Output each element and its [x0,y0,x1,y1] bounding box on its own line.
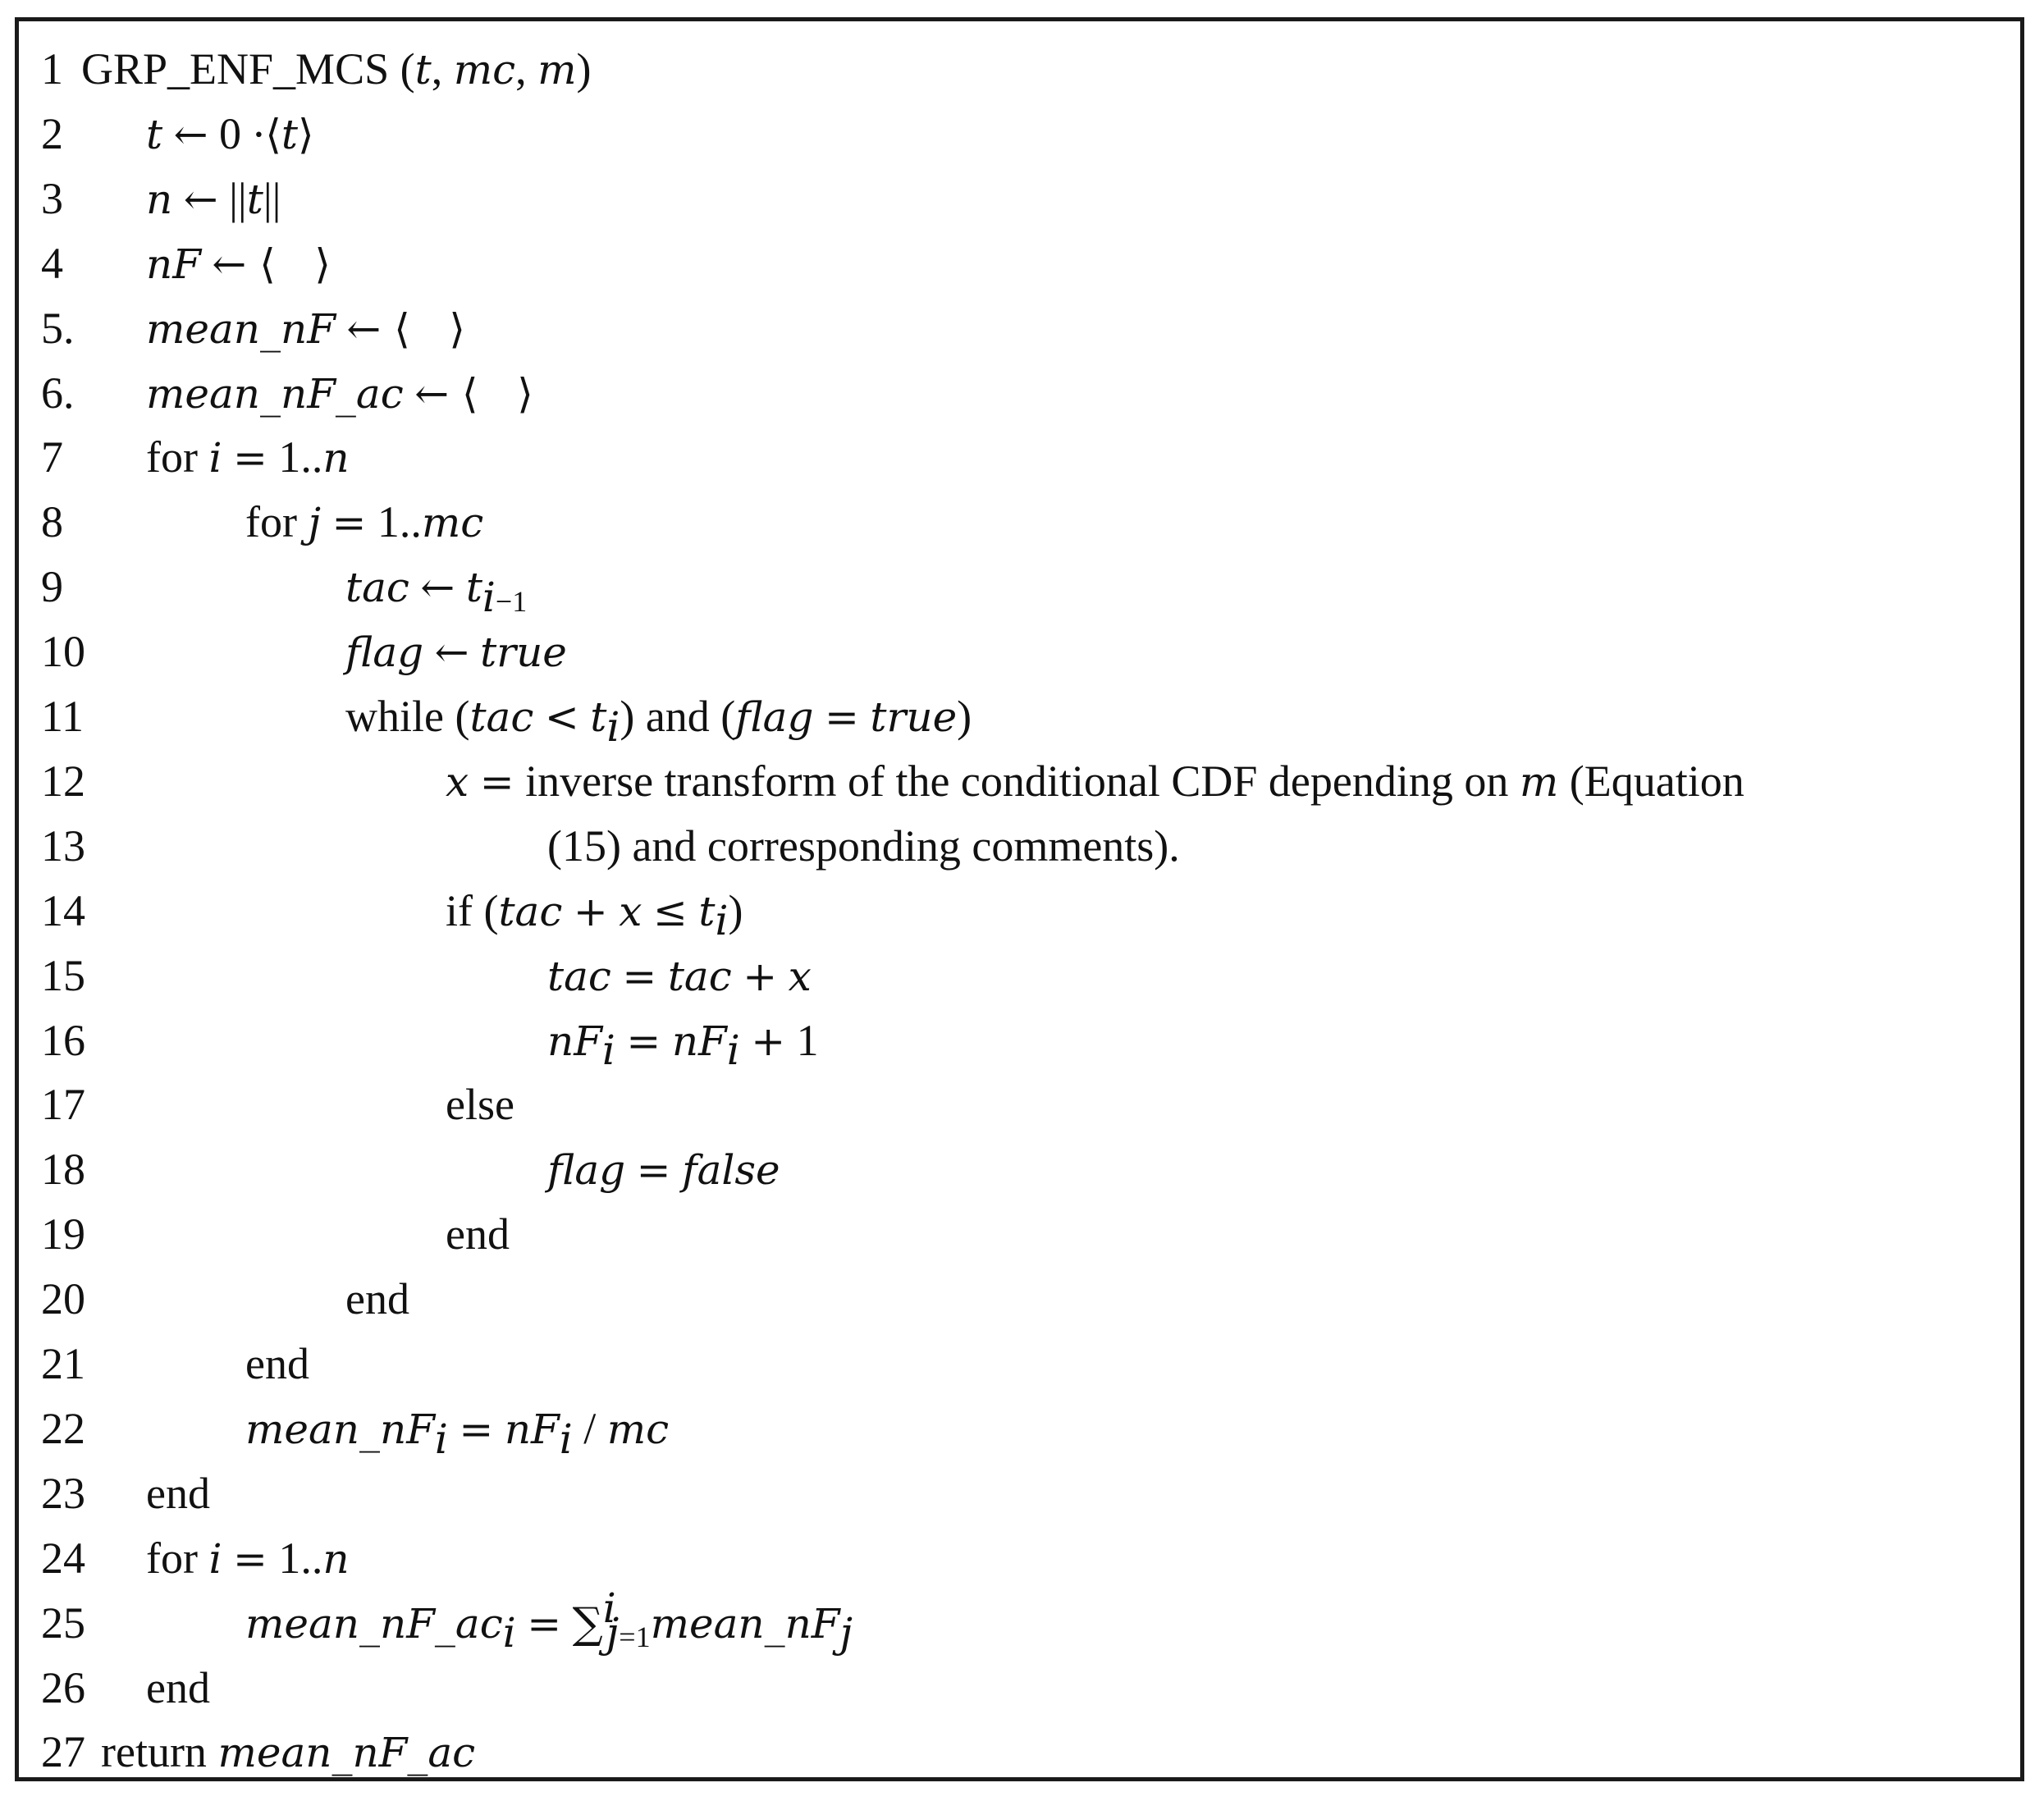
code-line: 5. mean_nF ← ⟨ ⟩ [19,296,2020,361]
line-number: 4 [41,238,63,288]
line-code: return mean_nF_ac [101,1727,476,1777]
line-number: 21 [41,1339,85,1388]
line-number: 27 [41,1727,85,1777]
line-code: for j = 1..mc [245,497,484,547]
code-line: 12 x = inverse transform of the condition… [19,749,2020,814]
line-number: 12 [41,756,85,806]
line-code: tac ← ti−1 [345,564,528,621]
line-number: 11 [41,692,84,741]
code-line: 13 (15) and corresponding comments). [19,814,2020,879]
code-line: 2 t ← 0 ·⟨t⟩ [19,102,2020,167]
code-line: 20 end [19,1267,2020,1332]
line-number: 18 [41,1145,85,1195]
line-code: if (tac + x ≤ ti) [446,885,743,945]
line-code: for i = 1..n [146,432,350,482]
line-number: 23 [41,1468,85,1518]
code-line: 3 n ← ||t|| [19,167,2020,231]
line-number: 25 [41,1598,85,1648]
line-number: 8 [41,497,63,547]
line-number: 19 [41,1209,85,1259]
line-number: 22 [41,1403,85,1453]
line-number: 7 [41,432,63,482]
line-code: end [446,1209,510,1259]
code-line: 18 flag = false [19,1137,2020,1202]
line-code: t ← 0 ·⟨t⟩ [146,108,314,158]
code-line: 27 return mean_nF_ac [19,1720,2020,1785]
code-line: 1 GRP_ENF_MCS (t, mc, m) [19,37,2020,102]
code-line: 11 while (tac < ti) and (flag = true) [19,684,2020,749]
line-number: 1 [41,44,63,94]
line-number: 10 [41,627,85,677]
line-number: 13 [41,821,85,871]
code-line: 24 for i = 1..n [19,1526,2020,1591]
code-line: 4 nF ← ⟨ ⟩ [19,231,2020,296]
line-number: 3 [41,173,63,223]
line-number: 20 [41,1274,85,1324]
line-code: mean_nF ← ⟨ ⟩ [146,304,465,353]
line-code: end [345,1274,409,1324]
line-code: mean_nFi = nFi / mc [245,1403,670,1463]
line-number: 16 [41,1015,85,1065]
line-code: flag ← true [345,629,567,677]
line-number: 17 [41,1080,85,1130]
line-code: end [146,1662,210,1712]
line-code: (15) and corresponding comments). [547,821,1180,871]
line-code: else [446,1080,514,1130]
line-number: 9 [41,562,63,612]
line-code: mean_nF_ac ← ⟨ ⟩ [146,369,533,418]
line-code: end [146,1468,210,1518]
line-number: 26 [41,1662,85,1712]
code-line: 16 nFi = nFi + 1 [19,1008,2020,1073]
algorithm-box: 1 GRP_ENF_MCS (t, mc, m) 2 t ← 0 ·⟨t⟩ 3 n ← |… [15,17,2024,1781]
code-line: 25 mean_nF_aci = ∑ij=1mean_nFj [19,1584,2020,1657]
line-code: mean_nF_aci = ∑ij=1mean_nFj [245,1584,853,1657]
line-number: 15 [41,950,85,1000]
line-code: nFi = nFi + 1 [547,1015,819,1075]
code-line: 26 end [19,1656,2020,1721]
code-line: 9 tac ← ti−1 [19,555,2020,619]
line-number: 24 [41,1533,85,1583]
code-line: 8 for j = 1..mc [19,490,2020,555]
line-number: 6. [41,368,75,418]
line-code: flag = false [547,1146,780,1195]
code-line: 7 for i = 1..n [19,425,2020,490]
line-code: for i = 1..n [146,1533,350,1583]
algorithm-lines: 1 GRP_ENF_MCS (t, mc, m) 2 t ← 0 ·⟨t⟩ 3 n ← |… [19,21,2020,1777]
line-code: nF ← ⟨ ⟩ [146,240,331,288]
code-line: 19 end [19,1202,2020,1267]
code-line: 22 mean_nFi = nFi / mc [19,1396,2020,1461]
code-line: 6. mean_nF_ac ← ⟨ ⟩ [19,361,2020,426]
code-line: 10 flag ← true [19,619,2020,684]
line-code: x = inverse transform of the conditional… [446,756,1744,806]
line-number: 14 [41,885,85,935]
line-code: GRP_ENF_MCS (t, mc, m) [81,44,592,94]
line-code: n ← ||t|| [146,173,281,223]
code-line: 23 end [19,1461,2020,1526]
line-code: while (tac < ti) and (flag = true) [345,692,972,751]
code-line: 17 else [19,1072,2020,1137]
code-line: 14 if (tac + x ≤ ti) [19,879,2020,944]
code-line: 21 end [19,1332,2020,1396]
line-number: 5. [41,303,75,353]
line-code: tac = tac + x [547,952,812,1000]
line-number: 2 [41,108,63,158]
line-code: end [245,1339,309,1388]
code-line: 15 tac = tac + x [19,944,2020,1008]
